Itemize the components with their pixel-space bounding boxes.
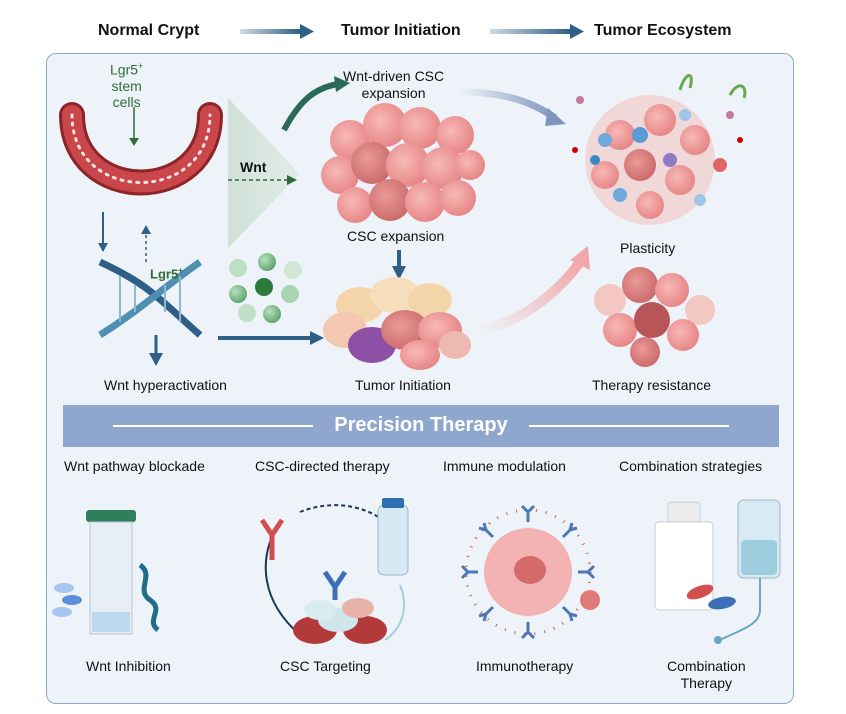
category-immune-modulation: Immune modulation [443,458,566,474]
category-csc-therapy: CSC-directed therapy [255,458,390,474]
csc-expansion-label: CSC expansion [347,228,445,244]
header-tumor-initiation: Tumor Initiation [341,22,461,39]
therapy-resistance-cluster [594,267,715,367]
dna-helix-icon [98,258,203,338]
category-wnt-blockade: Wnt pathway blockade [64,458,205,474]
wnt-hyperactivation-label: Wnt hyperactivation [104,377,227,393]
precision-therapy-title: Precision Therapy [334,414,508,436]
wnt-ligand-cluster [229,253,302,323]
arrow-to-plasticity [459,88,558,121]
item-csc-targeting: CSC Targeting [280,658,371,674]
plasticity-ecosystem [572,74,747,225]
wnt-signal-triangle [228,98,300,248]
crypt-illustration [59,102,223,196]
tumor-initiation-cluster [323,277,471,370]
csc-expansion-title: Wnt-driven CSC expansion [343,68,445,101]
header-normal-crypt: Normal Crypt [98,22,200,39]
combination-therapy-icon [654,499,781,644]
csc-expansion-cluster [321,103,485,223]
precision-therapy-banner: Precision Therapy [63,405,779,447]
csc-targeting-icon [259,498,409,644]
immunotherapy-icon [460,504,600,640]
header-tumor-ecosystem: Tumor Ecosystem [594,22,732,39]
header-arrow-2 [490,24,584,39]
item-combination-therapy: Combination Therapy [667,658,746,691]
plasticity-label: Plasticity [620,240,676,256]
stem-cells-label: Lgr5+ stem cells [110,61,144,110]
item-wnt-inhibition: Wnt Inhibition [86,658,171,674]
banner-line-left [113,425,313,427]
banner-line-right [529,425,729,427]
tumor-initiation-label: Tumor Initiation [355,377,451,393]
therapy-resistance-label: Therapy resistance [592,377,712,393]
item-immunotherapy: Immunotherapy [476,658,574,674]
arrow-to-ecosystem [477,259,585,335]
header-arrow-1 [240,24,314,39]
wnt-label: Wnt [240,159,267,175]
wnt-inhibition-icon [52,510,160,635]
arrow-to-csc-expansion [281,81,339,132]
category-combination: Combination strategies [619,458,763,474]
lgr5-label: Lgr5+ [150,266,183,282]
